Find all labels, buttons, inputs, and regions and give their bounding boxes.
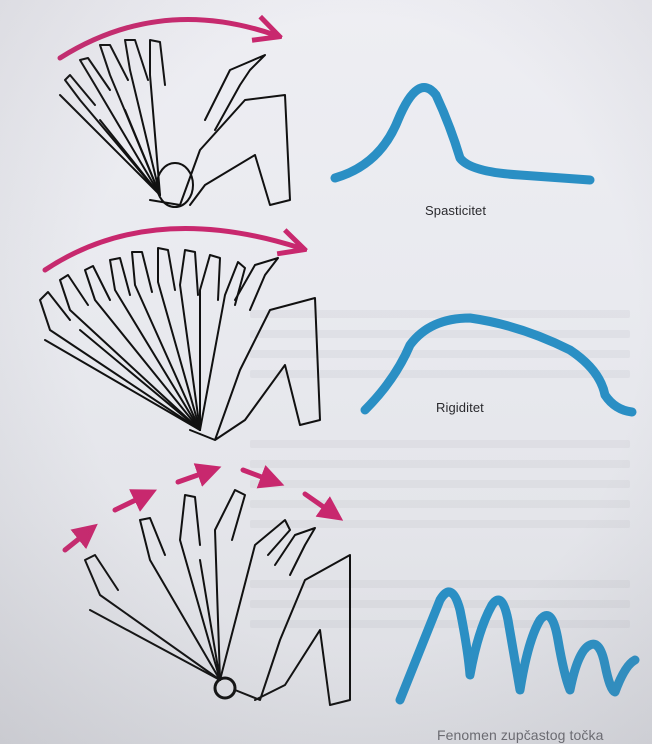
step-arrow-icon	[65, 530, 90, 550]
hand-flexion-icon	[60, 40, 290, 207]
rigidity-label: Rigiditet	[436, 400, 484, 415]
motion-arrow-icon	[60, 19, 275, 58]
hand-flexion-icon	[85, 490, 350, 705]
rigidity-curve	[365, 318, 632, 412]
cogwheel-panel	[65, 470, 635, 705]
step-arrow-icon	[178, 470, 212, 482]
step-arrow-icon	[115, 494, 148, 510]
step-arrow-icon	[305, 494, 335, 515]
spasticity-panel	[60, 19, 590, 207]
cogwheel-label: Fenomen zupčastog točka	[437, 727, 604, 743]
rigidity-panel	[40, 228, 632, 440]
step-arrow-icon	[243, 470, 275, 482]
hand-flexion-icon	[40, 248, 320, 440]
spasticity-label: Spasticitet	[425, 203, 486, 218]
spasticity-curve	[335, 88, 590, 180]
cogwheel-curve	[400, 592, 635, 700]
joint-circle-icon	[215, 678, 235, 698]
